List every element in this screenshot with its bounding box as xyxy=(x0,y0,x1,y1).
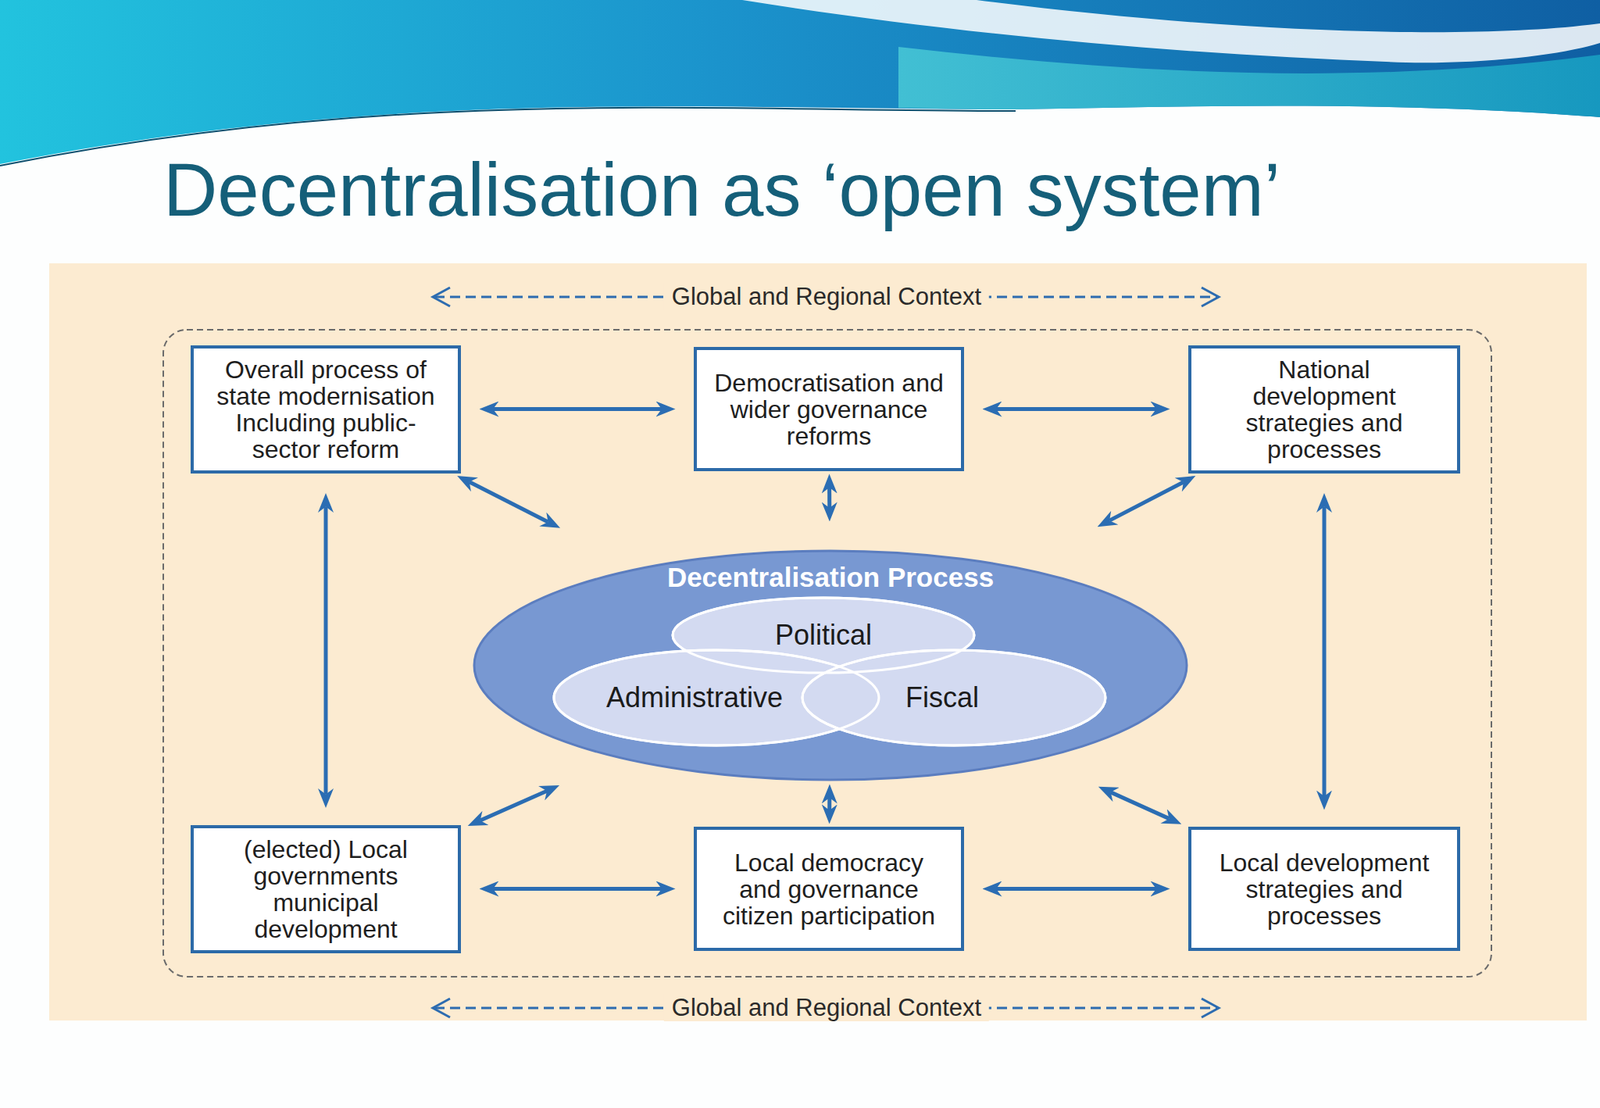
context-box: National development strategies and proc… xyxy=(1188,345,1461,474)
process-ellipse: Decentralisation ProcessPoliticalAdminis… xyxy=(472,549,1189,782)
double-arrow xyxy=(492,407,662,411)
box-text: Democratisation and wider governance ref… xyxy=(709,369,949,450)
ellipse-shape xyxy=(802,650,1106,746)
context-box: Local democracy and governance citizen p… xyxy=(693,826,965,951)
process-heading: Decentralisation Process xyxy=(472,563,1189,592)
context-box: Overall process of state modernisation I… xyxy=(190,345,461,474)
system-boundary xyxy=(163,329,1492,977)
box-text: (elected) Local governments municipal de… xyxy=(216,835,436,943)
double-arrow xyxy=(1110,792,1170,819)
dimension-text: Political xyxy=(775,620,872,650)
ellipse-outline xyxy=(553,650,879,746)
context-box: Local development strategies and process… xyxy=(1188,826,1461,951)
label-holder: Global and Regional Context xyxy=(664,282,990,311)
diagram-panel xyxy=(49,263,1587,1021)
double-arrow xyxy=(469,482,549,522)
context-label: Global and Regional Context xyxy=(664,993,990,1022)
banner-wave xyxy=(0,0,1600,165)
context-box: Democratisation and wider governance ref… xyxy=(693,346,965,472)
double-arrow xyxy=(480,790,547,821)
box-text: Overall process of state modernisation I… xyxy=(206,356,446,463)
double-arrow xyxy=(827,797,832,811)
double-arrow xyxy=(827,487,832,508)
double-arrow xyxy=(1109,482,1184,521)
box-text: National development strategies and proc… xyxy=(1221,356,1427,463)
label-holder: Global and Regional Context xyxy=(664,993,990,1022)
box-text: Local democracy and governance citizen p… xyxy=(715,849,943,929)
ellipse-outline xyxy=(802,650,1106,746)
title-holder: Decentralisation as ‘open system’ xyxy=(163,148,1281,232)
double-arrow xyxy=(996,886,1157,891)
box-text: Local development strategies and process… xyxy=(1204,849,1444,929)
context-box: (elected) Local governments municipal de… xyxy=(190,825,461,954)
banner-swoosh xyxy=(742,0,1600,63)
double-arrow xyxy=(996,407,1157,411)
double-arrow xyxy=(1322,507,1327,797)
double-arrow xyxy=(324,507,329,795)
context-label: Global and Regional Context xyxy=(664,282,990,311)
slide-title: Decentralisation as ‘open system’ xyxy=(163,148,1281,232)
double-arrow xyxy=(492,886,662,891)
dimension-text: Administrative xyxy=(606,682,783,713)
dimension-text: Fiscal xyxy=(905,682,979,713)
